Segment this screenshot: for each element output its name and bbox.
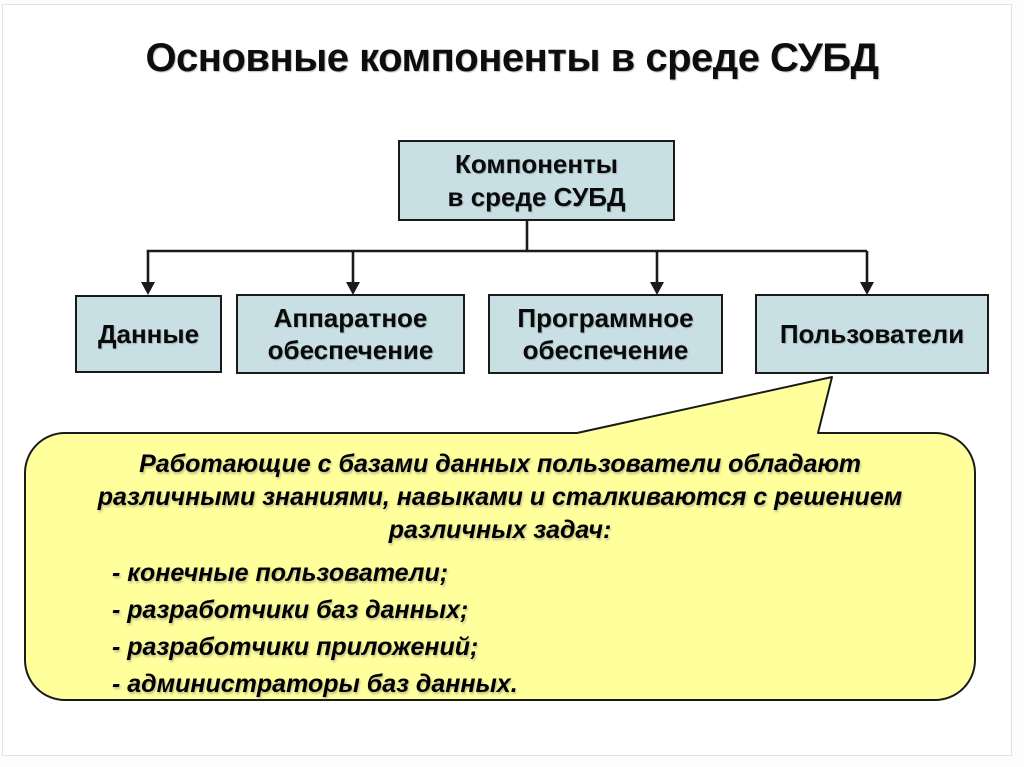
node-root-label-line2: в среде СУБД	[447, 181, 626, 212]
arrowhead-3	[650, 282, 664, 295]
callout-item-list: - конечные пользователи; - разработчики …	[25, 555, 975, 703]
node-components-root: Компоненты в среде СУБД	[398, 140, 675, 221]
arrowhead-4	[860, 282, 874, 295]
arrowhead-1	[141, 282, 155, 295]
callout-intro-line: различных задач:	[388, 516, 612, 544]
callout-item: - администраторы баз данных.	[112, 670, 518, 698]
arrowhead-2	[346, 282, 360, 295]
node-users-label: Пользователи	[779, 318, 965, 349]
node-hardware-label: Аппаратное обеспечение	[267, 302, 434, 366]
node-hardware: Аппаратное обеспечение	[236, 294, 465, 374]
callout-bubble-shape	[24, 376, 976, 701]
callout-item: - разработчики баз данных;	[112, 596, 469, 624]
callout-intro-line: различными знаниями, навыками и сталкива…	[97, 483, 903, 511]
node-data-label: Данные	[97, 318, 200, 349]
callout-item: - разработчики приложений;	[112, 633, 479, 661]
node-root-label: Компоненты в среде СУБД	[447, 148, 625, 213]
node-software-label: Программное обеспечение	[517, 302, 694, 366]
page-title: Основные компоненты в среде СУБД	[145, 36, 879, 80]
node-data: Данные	[75, 295, 222, 373]
node-root-label-line1: Компоненты	[454, 149, 619, 179]
callout-bubble-text: Работающие с базами данных пользователи …	[25, 433, 975, 700]
node-software: Программное обеспечение	[488, 294, 723, 374]
callout-intro-line: Работающие с базами данных пользователи …	[139, 450, 861, 478]
callout-item: - конечные пользователи;	[112, 559, 449, 587]
node-users: Пользователи	[755, 294, 989, 374]
